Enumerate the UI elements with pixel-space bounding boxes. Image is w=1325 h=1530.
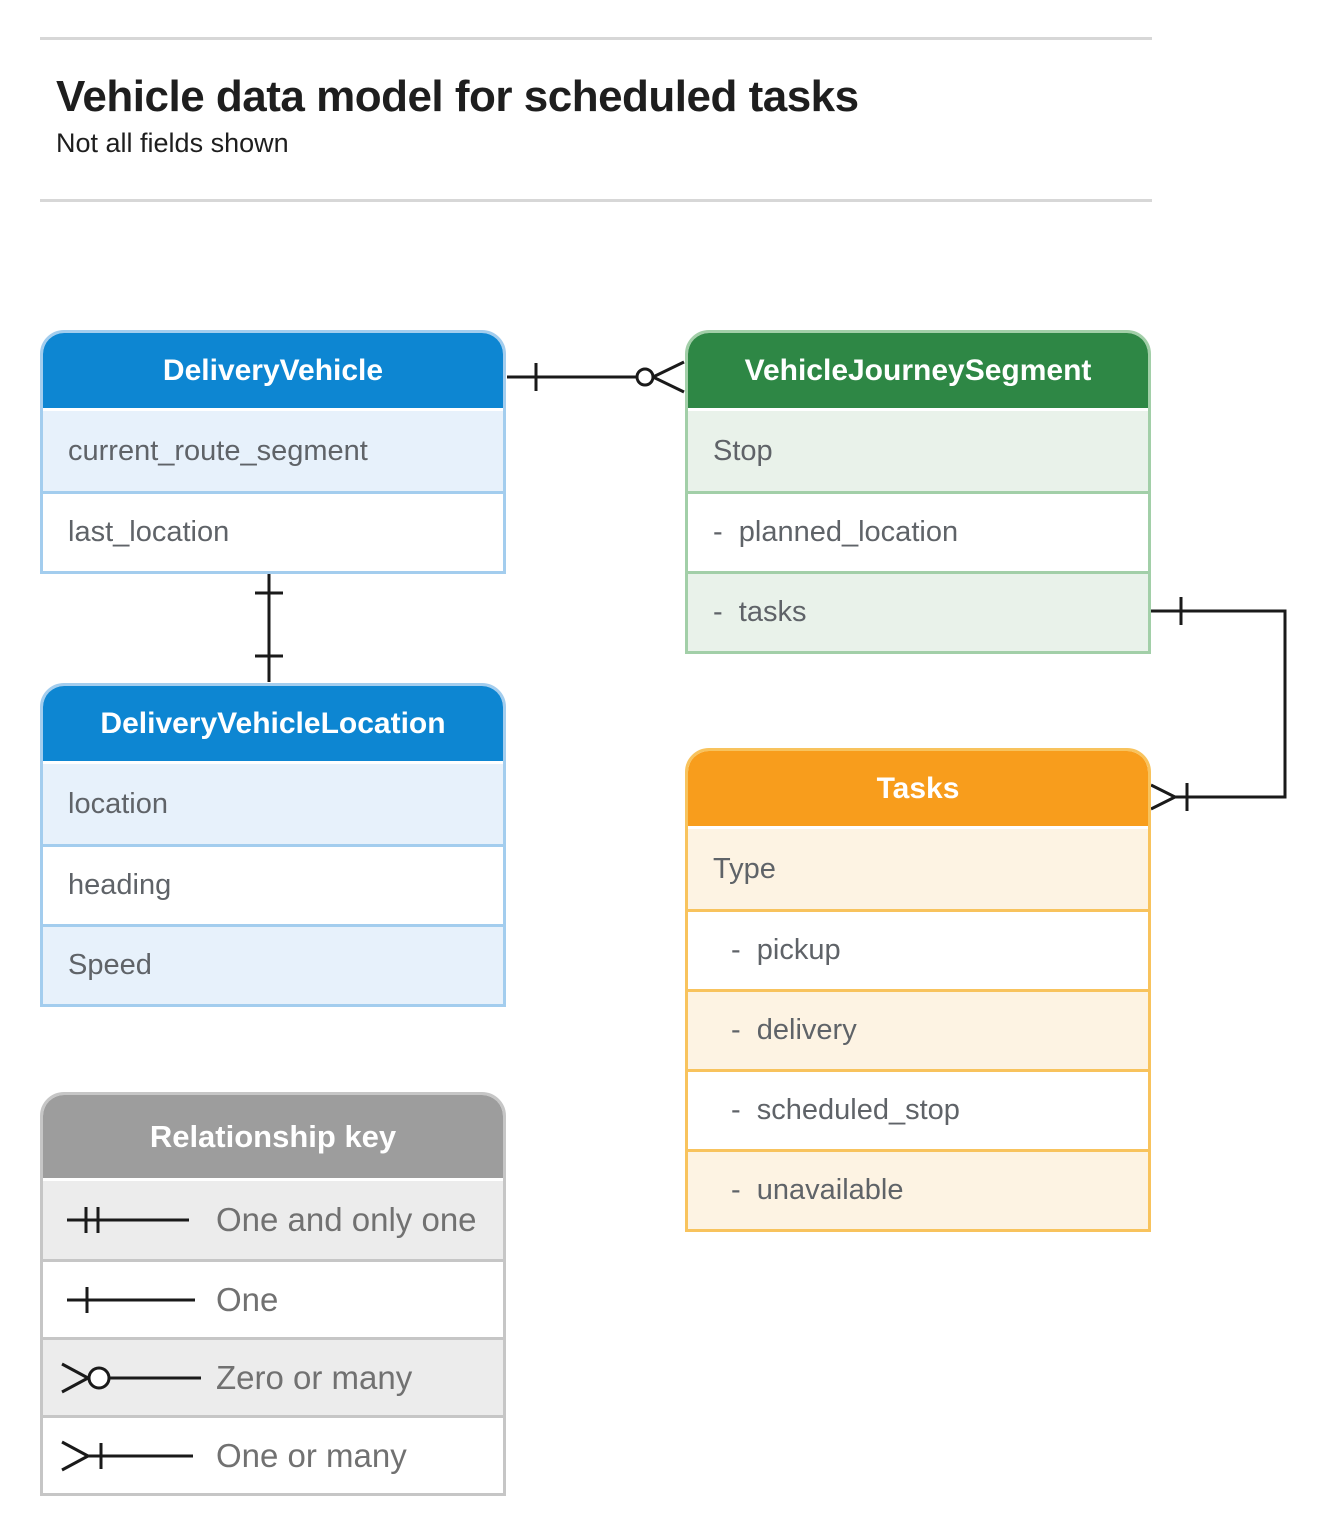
connector-deliveryvehicle-vehiclejourneysegment xyxy=(507,360,685,394)
legend-label: Zero or many xyxy=(216,1358,413,1396)
divider-bottom xyxy=(40,199,1152,202)
one-and-only-one-symbol-icon xyxy=(67,1207,189,1233)
field-unavailable: - unavailable xyxy=(688,1149,1148,1229)
field-label: heading xyxy=(68,869,172,901)
field-delivery: - delivery xyxy=(688,989,1148,1069)
zero-circle-icon xyxy=(635,367,655,387)
connector-deliveryvehicle-deliveryvehiclelocation xyxy=(255,569,283,682)
legend-item-one-and-only-one: One and only one xyxy=(43,1181,503,1259)
legend-label: One and only one xyxy=(216,1201,477,1238)
legend-label: One xyxy=(216,1280,279,1318)
legend-item-one-or-many: One or many xyxy=(43,1415,503,1493)
field-speed: Speed xyxy=(43,924,503,1004)
connector-vehiclejourneysegment-tasks xyxy=(1150,597,1287,811)
field-label: Stop xyxy=(713,434,773,467)
field-label: last_location xyxy=(68,516,230,548)
entity-vehicle-journey-segment: VehicleJourneySegment Stop - planned_loc… xyxy=(685,330,1151,654)
field-scheduled-stop: - scheduled_stop xyxy=(688,1069,1148,1149)
field-type: Type xyxy=(688,829,1148,909)
legend-label: One or many xyxy=(216,1436,407,1474)
crow-foot-icon xyxy=(1150,783,1176,811)
relationship-key: Relationship key One and only one One Ze… xyxy=(40,1092,506,1496)
zero-or-many-symbol-icon xyxy=(61,1362,201,1393)
field-label: Speed xyxy=(68,949,152,981)
field-last-location: last_location xyxy=(43,491,503,571)
field-label: - tasks xyxy=(713,596,807,628)
divider-top xyxy=(40,37,1152,40)
relationship-key-title: Relationship key xyxy=(43,1095,503,1181)
field-current-route-segment: current_route_segment xyxy=(43,411,503,491)
field-location: location xyxy=(43,764,503,844)
one-symbol-icon xyxy=(67,1286,195,1313)
entity-tasks: Tasks Type - pickup - delivery - schedul… xyxy=(685,748,1151,1232)
entity-delivery-vehicle-location-title: DeliveryVehicleLocation xyxy=(43,686,503,764)
entity-delivery-vehicle-title: DeliveryVehicle xyxy=(43,333,503,411)
page-subtitle: Not all fields shown xyxy=(56,128,289,158)
field-label: - delivery xyxy=(731,1014,857,1046)
field-label: - unavailable xyxy=(731,1174,904,1206)
field-label: - pickup xyxy=(731,934,841,966)
field-label: - scheduled_stop xyxy=(731,1094,960,1126)
legend-item-zero-or-many: Zero or many xyxy=(43,1337,503,1415)
entity-vehicle-journey-segment-title: VehicleJourneySegment xyxy=(688,333,1148,411)
field-label: location xyxy=(68,787,168,820)
crow-foot-icon xyxy=(652,360,685,394)
entity-delivery-vehicle: DeliveryVehicle current_route_segment la… xyxy=(40,330,506,574)
field-pickup: - pickup xyxy=(688,909,1148,989)
entity-tasks-title: Tasks xyxy=(688,751,1148,829)
field-tasks: - tasks xyxy=(688,571,1148,651)
entity-delivery-vehicle-location: DeliveryVehicleLocation location heading… xyxy=(40,683,506,1007)
field-stop: Stop xyxy=(688,411,1148,491)
field-planned-location: - planned_location xyxy=(688,491,1148,571)
legend-item-one: One xyxy=(43,1259,503,1337)
page-title: Vehicle data model for scheduled tasks xyxy=(56,72,859,121)
one-or-many-symbol-icon xyxy=(61,1440,193,1471)
field-label: Type xyxy=(713,852,776,885)
field-label: - planned_location xyxy=(713,516,959,548)
field-label: current_route_segment xyxy=(68,434,368,467)
field-heading: heading xyxy=(43,844,503,924)
